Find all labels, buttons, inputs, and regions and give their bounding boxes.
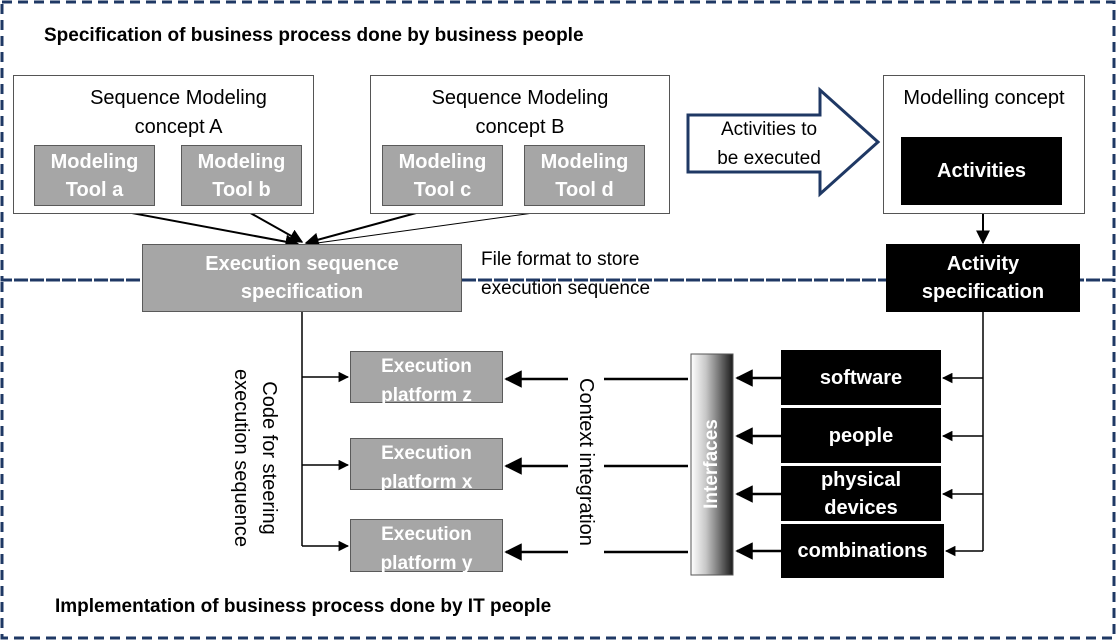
big-arrow-shape [686, 86, 881, 198]
interfaces-bar [690, 353, 734, 576]
resource-people: people [781, 408, 941, 463]
big-arrow-label: Activities to be executed [717, 119, 821, 169]
interfaces-label: Interfaces [701, 419, 722, 509]
resource-combinations: combinations [781, 524, 944, 578]
file-format-label: File format to store execution sequence [481, 249, 651, 299]
impl-region-border [0, 278, 1116, 640]
trunk-arrows [301, 312, 350, 552]
modelling-concept-title: Modelling concept [903, 87, 1065, 109]
context-integration-label: Context integration [575, 378, 597, 546]
spec-region-border [0, 0, 1116, 282]
activity-trunk-arrows [941, 312, 984, 557]
context-arrows [504, 370, 688, 561]
resource-arrows [735, 369, 781, 560]
activities-box: Activities [901, 137, 1062, 205]
top-heading: Specification of business process done b… [44, 25, 584, 46]
resource-software: software [781, 350, 941, 405]
concept-b-title: Sequence Modeling concept B [431, 87, 609, 138]
concept-a-title: Sequence Modeling concept A [90, 87, 267, 138]
steering-code-label: Code for steering execution sequence [230, 369, 280, 547]
bottom-heading: Implementation of business process done … [55, 596, 552, 617]
